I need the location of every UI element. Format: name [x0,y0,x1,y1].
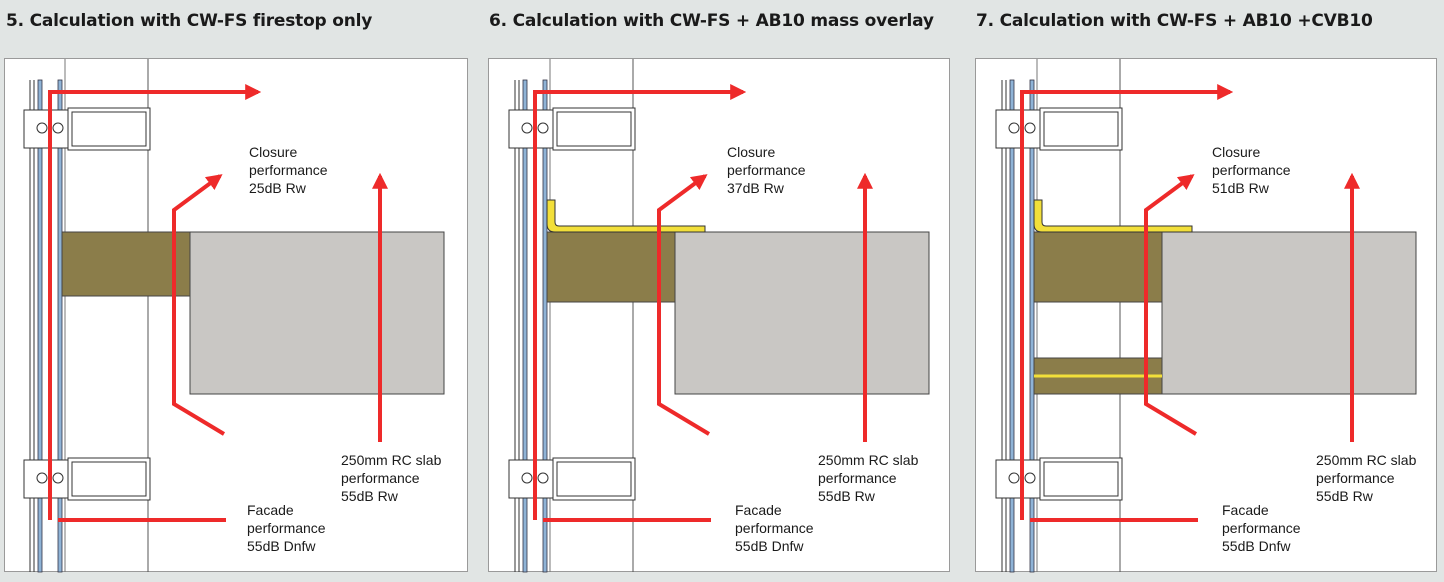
panel-title-5: 5. Calculation with CW-FS firestop only [6,11,373,31]
panel-title-6: 6. Calculation with CW-FS + AB10 mass ov… [489,11,934,31]
panel-title-7: 7. Calculation with CW-FS + AB10 +CVB10 [976,11,1373,31]
